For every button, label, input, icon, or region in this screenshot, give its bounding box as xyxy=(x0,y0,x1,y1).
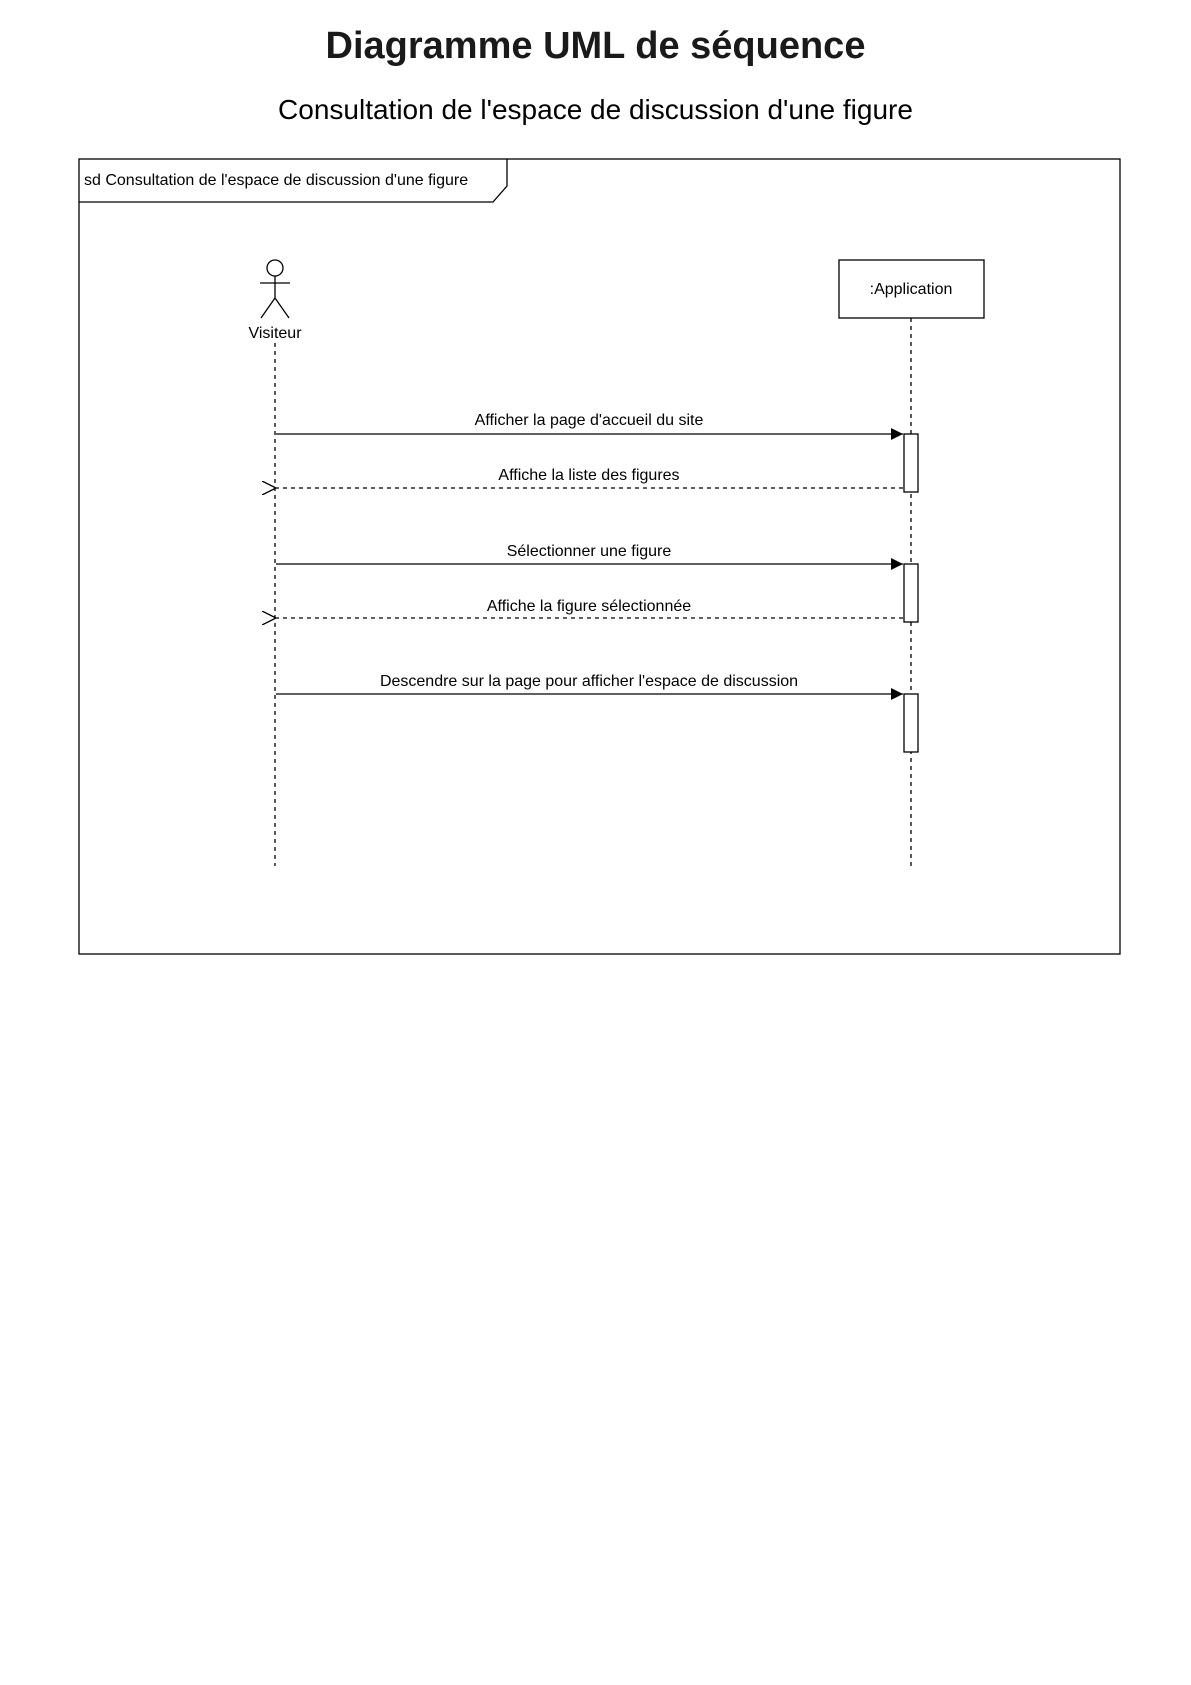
sequence-frame xyxy=(78,158,1121,955)
message-label: Affiche la figure sélectionnée xyxy=(487,598,691,615)
activation-bar xyxy=(903,563,919,623)
participant-application: :Application xyxy=(838,259,985,319)
frame-label: sd Consultation de l'espace de discussio… xyxy=(84,172,468,189)
activation-bar xyxy=(903,693,919,753)
actor-label: Visiteur xyxy=(248,325,302,342)
message-label: Sélectionner une figure xyxy=(507,543,672,560)
actor-stick-figure-icon xyxy=(260,259,290,319)
participant-label: :Application xyxy=(870,281,953,298)
actor-visiteur: Visiteur xyxy=(248,259,302,342)
participant-box xyxy=(838,259,985,319)
page-title: Diagramme UML de séquence xyxy=(325,25,866,67)
page-subtitle: Consultation de l'espace de discussion d… xyxy=(278,94,913,125)
message-label: Descendre sur la page pour afficher l'es… xyxy=(380,673,798,690)
message-label: Afficher la page d'accueil du site xyxy=(475,412,704,429)
activation-bar xyxy=(903,433,919,493)
message-label: Affiche la liste des figures xyxy=(498,467,679,484)
frame-label-tab xyxy=(79,159,508,203)
